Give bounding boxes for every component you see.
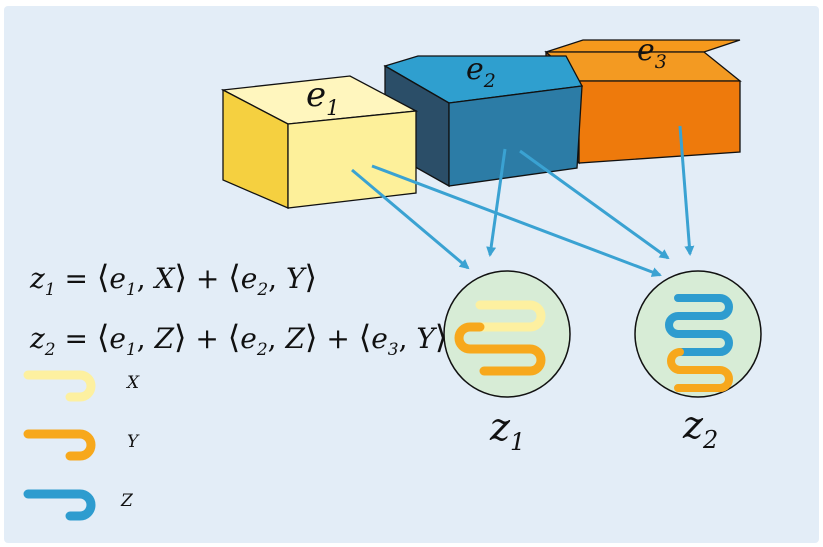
arrow-e3-z2 xyxy=(678,125,695,256)
legend-item-x: X xyxy=(23,370,140,402)
cube-label-e1: e1 xyxy=(306,75,340,120)
node-label-z1: z1 xyxy=(489,405,525,456)
legend: X Y Z xyxy=(23,370,140,521)
arrow-e1-z1 xyxy=(351,168,470,270)
cube-label-e3: e3 xyxy=(637,33,667,73)
cube-e1: e1 xyxy=(220,75,419,209)
x-ribbon-icon xyxy=(23,370,96,402)
cube-label-e2: e2 xyxy=(466,52,496,92)
arrows xyxy=(351,125,695,277)
legend-label-z: Z xyxy=(120,491,134,511)
node-label-z2: z2 xyxy=(682,403,718,454)
legend-item-z: Z xyxy=(23,489,134,521)
legend-item-y: Y xyxy=(23,429,140,461)
node-z1: z1 xyxy=(443,270,571,456)
cube-e2: e2 xyxy=(383,52,584,188)
y-ribbon-icon xyxy=(454,322,546,376)
legend-label-y: Y xyxy=(127,432,140,452)
legend-label-x: X xyxy=(125,373,140,393)
arrow-e2-z2 xyxy=(519,149,670,260)
svg-text:z2 = ⟨e1, Z⟩ + ⟨e2, Z⟩ + ⟨e3,: z2 = ⟨e1, Z⟩ + ⟨e2, Z⟩ + ⟨e3, Y⟩ xyxy=(29,318,447,360)
arrow-e1-z2 xyxy=(371,164,662,277)
y-ribbon-icon xyxy=(23,429,96,461)
x-ribbon-icon xyxy=(475,300,546,332)
equation-z1: z1 = ⟨e1, X⟩ + ⟨e2, Y⟩ xyxy=(29,258,317,300)
svg-text:z1 = ⟨e1, X⟩ + ⟨e2, Y⟩: z1 = ⟨e1, X⟩ + ⟨e2, Y⟩ xyxy=(29,258,317,300)
z-ribbon-icon xyxy=(665,294,733,356)
arrow-e2-z1 xyxy=(486,148,507,257)
z-ribbon-icon xyxy=(23,489,96,521)
y-ribbon-icon xyxy=(667,348,733,392)
equation-z2: z2 = ⟨e1, Z⟩ + ⟨e2, Z⟩ + ⟨e3, Y⟩ xyxy=(29,318,447,360)
node-z2: z2 xyxy=(634,270,762,454)
